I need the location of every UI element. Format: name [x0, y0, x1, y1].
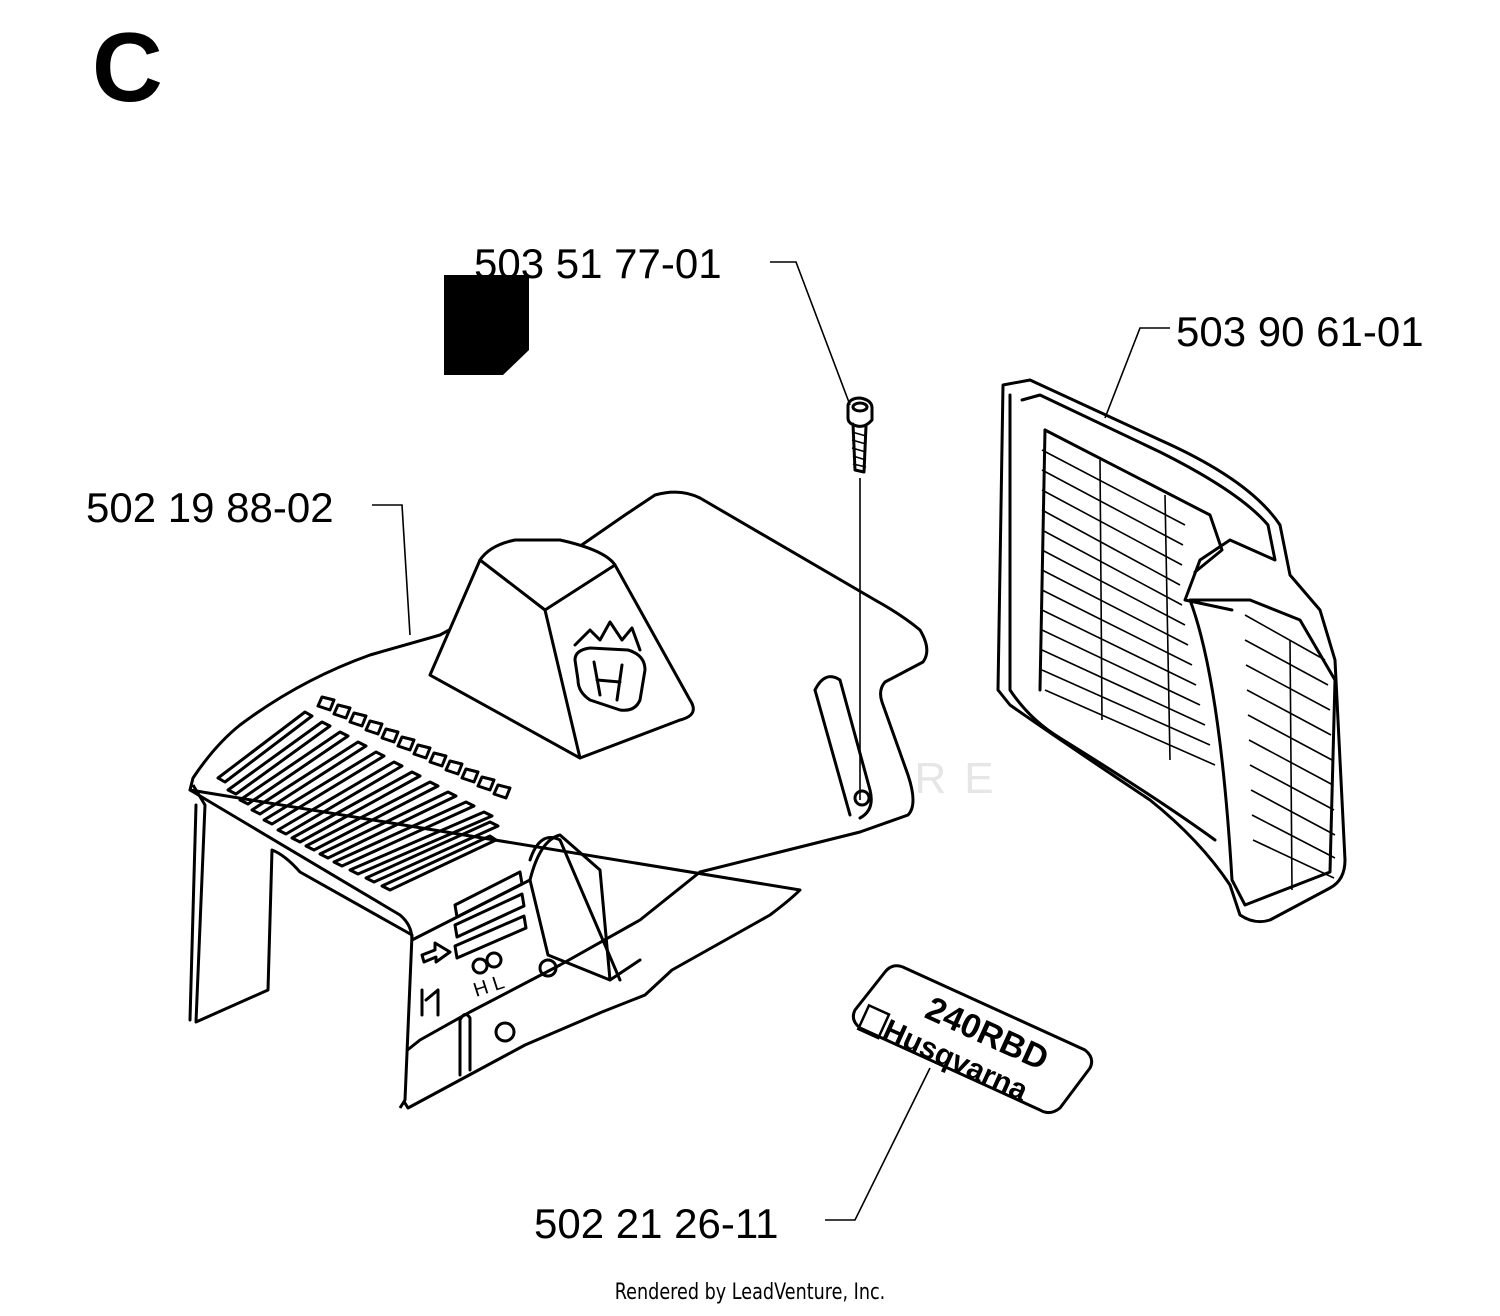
husqvarna-crown-logo	[573, 620, 647, 712]
decal-brand-logo	[856, 1003, 891, 1040]
part-label-air-intake-grille: 503 90 61-01	[1176, 308, 1424, 355]
footer-credit: Rendered by LeadVenture, Inc.	[614, 1280, 886, 1305]
section-letter: C	[92, 12, 163, 122]
switch-symbol	[420, 988, 440, 1017]
screw-drawing	[846, 396, 874, 800]
cover-vent-slots	[216, 695, 512, 892]
section-marker-block	[444, 275, 529, 375]
air-intake-grille-drawing	[996, 378, 1347, 924]
decal-drawing: 240RBD Husqvarna	[851, 964, 1094, 1115]
leader-lines	[372, 261, 1170, 1221]
cylinder-cover-drawing	[188, 490, 929, 1110]
part-label-decal: 502 21 26-11	[534, 1200, 779, 1247]
part-label-screw: 503 51 77-01	[474, 240, 722, 287]
grille-slots	[1041, 449, 1336, 891]
arrow-symbol	[420, 941, 452, 964]
part-label-cylinder-cover: 502 19 88-02	[86, 484, 334, 531]
